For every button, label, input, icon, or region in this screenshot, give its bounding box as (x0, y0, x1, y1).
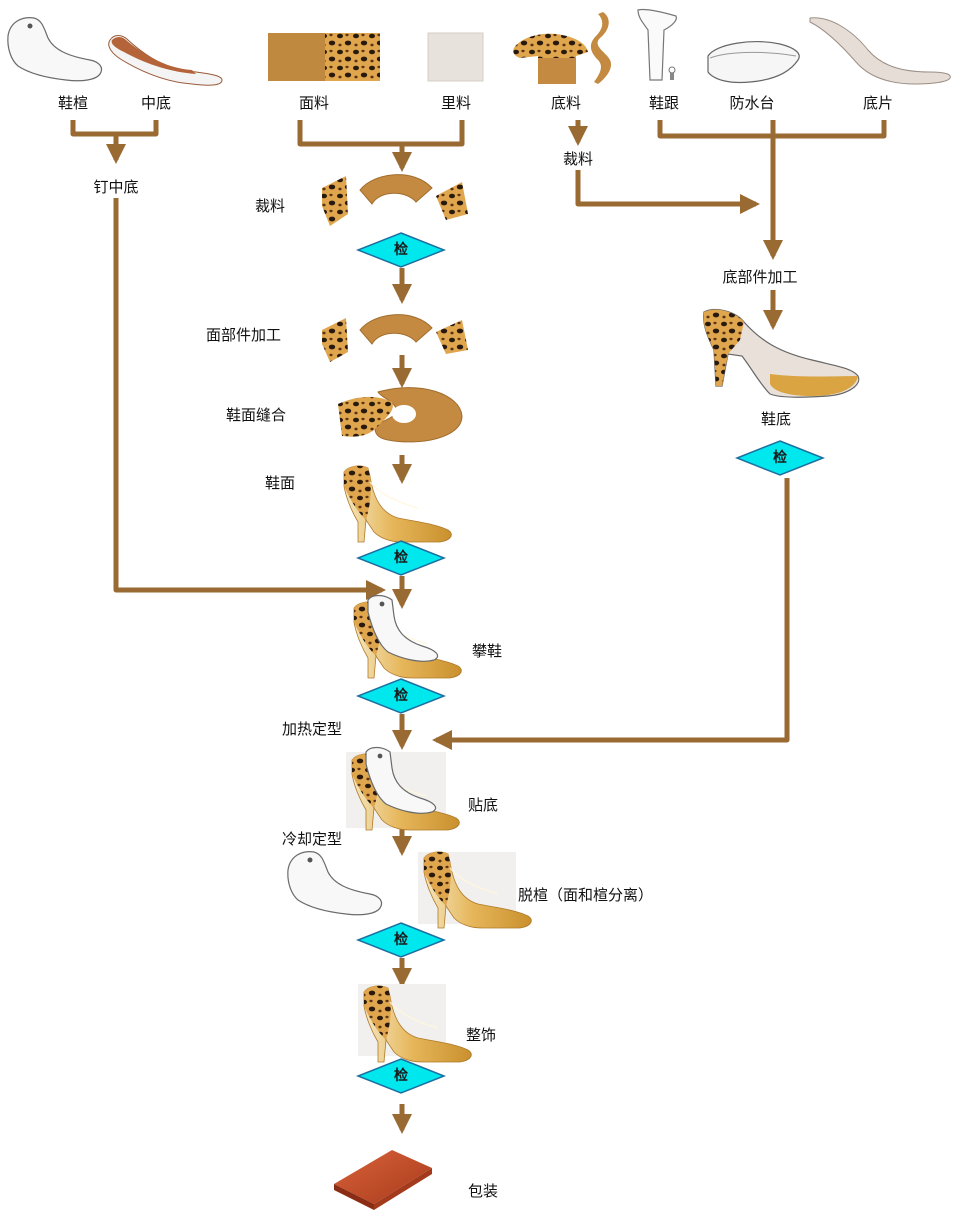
heel-image (637, 8, 677, 81)
label-sole-attaching: 贴底 (468, 796, 499, 814)
sole-material-image (513, 12, 612, 84)
label-last: 鞋楦 (57, 94, 89, 112)
label-insole: 中底 (140, 94, 172, 112)
label-finishing: 整饰 (466, 1026, 497, 1044)
label-cool-setting: 冷却定型 (282, 830, 343, 848)
inspection-label-3: 检 (394, 688, 408, 704)
delasted-shoe-image (418, 851, 533, 929)
label-upper-parts-processing: 面部件加工 (206, 326, 282, 344)
label-upper-stitching: 鞋面缝合 (226, 406, 287, 424)
label-upper-material: 面料 (298, 94, 330, 112)
inspection-check-2: 检 (357, 540, 445, 576)
label-shoe-upper: 鞋面 (265, 474, 296, 492)
inspection-label-2: 检 (394, 550, 408, 566)
inspection-label-5: 检 (394, 1068, 408, 1084)
label-outsole: 底片 (862, 94, 894, 112)
platform-image (707, 41, 800, 84)
inspection-label-1: 检 (394, 242, 408, 258)
label-sole-material: 底料 (550, 94, 582, 112)
inspection-check-3: 检 (357, 678, 445, 714)
shoe-last-image (7, 17, 103, 82)
sole-attaching-image (346, 746, 461, 831)
removed-last-image (287, 851, 383, 916)
inspection-check-1: 检 (357, 232, 445, 268)
label-lasting: 攀鞋 (472, 642, 503, 660)
label-platform: 防水台 (729, 94, 775, 112)
inspection-check-6: 检 (736, 440, 824, 476)
inspection-check-4: 检 (357, 922, 445, 958)
finished-shoe-image (358, 984, 473, 1063)
upper-parts-image (322, 314, 468, 362)
label-shoe-sole: 鞋底 (760, 410, 792, 428)
shoe-sole-image (703, 309, 860, 398)
stitched-upper-image (338, 387, 463, 443)
lasting-image (353, 594, 463, 679)
lining-swatch (428, 33, 483, 81)
upper-leather-swatch (268, 33, 325, 81)
label-sole-parts-processing: 底部件加工 (722, 268, 798, 286)
label-heel: 鞋跟 (648, 94, 680, 112)
cut-pieces-image (322, 174, 468, 226)
inspection-label-6: 检 (773, 450, 787, 466)
inspection-label-4: 检 (394, 932, 408, 948)
connector-lines (70, 120, 887, 1134)
label-lining: 里料 (440, 94, 472, 112)
insole-image (108, 35, 223, 86)
label-delasting: 脱楦（面和楦分离） (518, 886, 654, 904)
leopard-fabric-swatch (325, 33, 380, 81)
shoe-box-image (334, 1150, 432, 1210)
inspection-check-5: 检 (357, 1058, 445, 1094)
label-cut-upper: 裁料 (255, 197, 286, 215)
label-nail-insole: 钉中底 (93, 178, 139, 196)
outsole-image (809, 17, 951, 85)
label-cut-sole: 裁料 (562, 150, 594, 168)
label-heat-setting: 加热定型 (282, 720, 343, 738)
label-packing: 包装 (468, 1182, 499, 1200)
shoe-upper-image (343, 465, 453, 543)
